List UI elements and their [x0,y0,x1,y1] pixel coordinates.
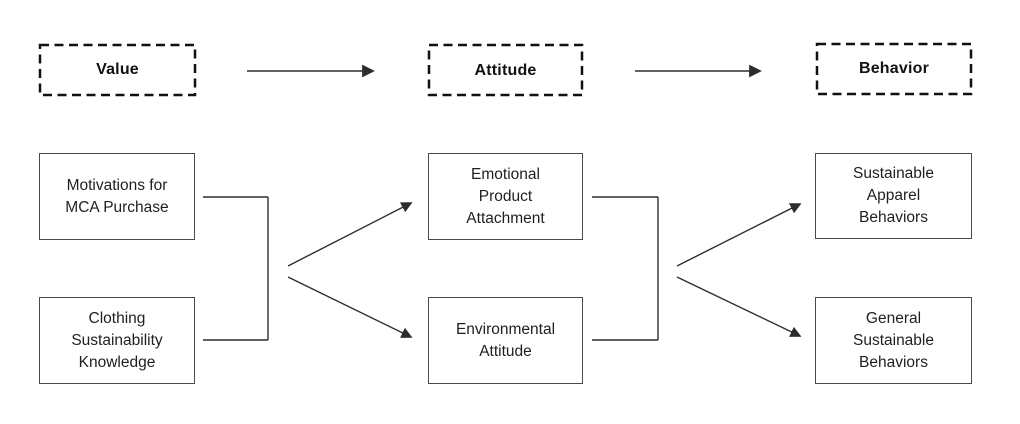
node-motivations-mca-purchase: Motivations for MCA Purchase [39,153,195,240]
node-emotional-product-attachment: Emotional Product Attachment [428,153,583,240]
header-attitude: Attitude [428,45,583,96]
node-general-sustainable-behaviors-label: General Sustainable Behaviors [852,309,934,371]
node-environmental-attitude-label: Environmental Attitude [455,320,556,360]
arrow-values-to-emotional-attachment [287,202,413,267]
node-environmental-attitude: Environmental Attitude [428,297,583,384]
behavior-header-dashed-outline [815,42,973,96]
node-sustainable-apparel-behaviors: Sustainable Apparel Behaviors [815,153,972,239]
arrow-values-to-environmental-attitude [287,276,413,338]
header-value-label: Value [96,61,139,78]
node-sustainable-apparel-behaviors-label: Sustainable Apparel Behaviors [852,165,934,226]
header-attitude-label: Attitude [474,61,537,79]
node-clothing-sustainability-knowledge-label: Clothing Sustainability Knowledge [71,309,163,371]
attitude-header-dashed-outline [427,43,584,97]
arrow-attitudes-to-general-behaviors [676,276,802,337]
arrow-attitudes-to-apparel-behaviors [676,203,802,267]
header-value: Value [39,44,196,96]
node-clothing-sustainability-knowledge: Clothing Sustainability Knowledge [39,297,195,384]
value-header-dashed-outline [38,43,197,97]
header-behavior: Behavior [816,43,972,95]
node-motivations-mca-purchase-label: Motivations for MCA Purchase [65,176,169,216]
node-emotional-product-attachment-label: Emotional Product Attachment [466,165,545,227]
header-behavior-label: Behavior [858,60,930,77]
node-general-sustainable-behaviors: General Sustainable Behaviors [815,297,972,384]
